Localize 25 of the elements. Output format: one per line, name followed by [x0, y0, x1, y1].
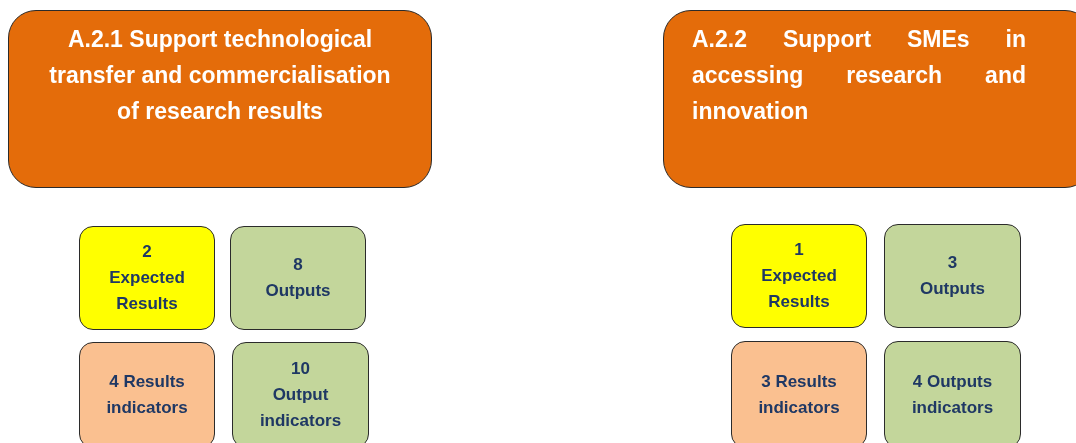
count-label: 4 Outputs indicators — [910, 370, 995, 419]
count-label: 1 — [794, 239, 804, 261]
count-label: Outputs — [919, 278, 986, 300]
count-box — [884, 224, 1021, 328]
count-box — [79, 342, 215, 443]
count-box — [230, 226, 366, 330]
count-box — [79, 226, 215, 330]
count-label: 4 Results indicators — [105, 371, 189, 419]
count-label: 3 Results indicators — [757, 370, 841, 419]
count-label: Expected Results — [760, 265, 838, 313]
count-label: Expected Results — [108, 267, 186, 315]
activity-box — [663, 10, 1076, 188]
count-label: 10 — [291, 358, 310, 380]
activity-title: A.2.2 Support SMEs in accessing research and innovation — [692, 25, 1027, 126]
activity-box — [8, 10, 432, 188]
activity-title: A.2.1 Support technological transfer and commercialisation of research results — [48, 25, 392, 126]
count-label: 3 — [947, 252, 958, 274]
count-label: Output indicators — [258, 384, 343, 432]
count-box — [232, 342, 369, 443]
count-label: Outputs — [265, 280, 331, 302]
count-box — [731, 341, 867, 443]
count-box — [731, 224, 867, 328]
count-label: 2 — [142, 241, 152, 263]
count-label: 8 — [293, 254, 303, 276]
count-box — [884, 341, 1021, 443]
